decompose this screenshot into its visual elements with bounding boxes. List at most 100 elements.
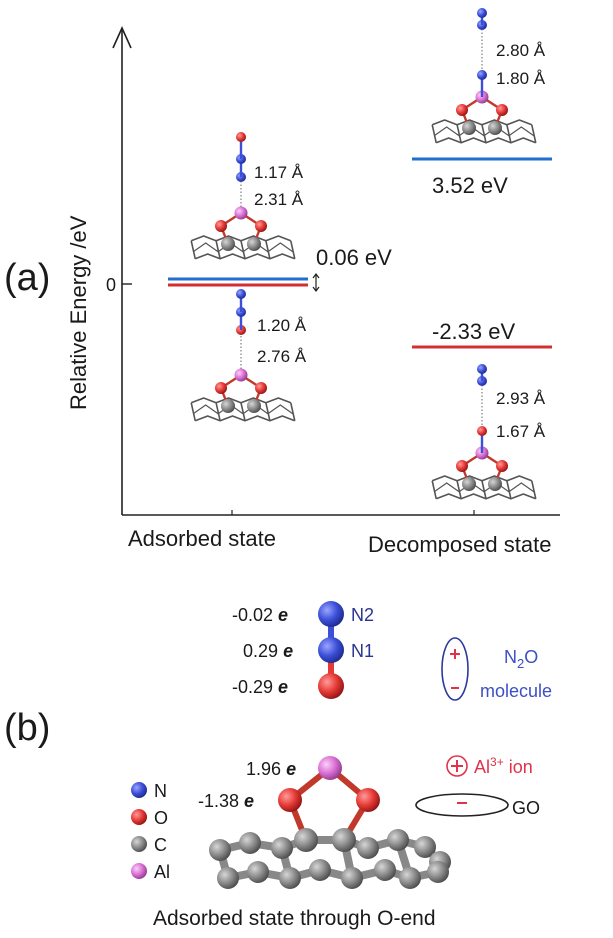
panel-b-caption: Adsorbed state through O-end xyxy=(153,907,436,930)
dist-label: 2.93 Å xyxy=(496,389,546,408)
framework-bond xyxy=(240,402,246,421)
nitrogen-atom xyxy=(477,8,487,18)
framework-bond xyxy=(289,240,296,259)
carbon-atom xyxy=(399,867,421,889)
oxygen-atom xyxy=(456,104,468,116)
charge-o-go: -1.38 e xyxy=(198,791,254,811)
aluminum-atom xyxy=(234,368,248,382)
oxygen-atom xyxy=(496,460,508,472)
framework-bond xyxy=(431,480,438,499)
carbon-atom xyxy=(427,861,449,883)
framework-bond xyxy=(506,480,512,499)
carbon-atom xyxy=(357,837,379,859)
framework-bond xyxy=(530,480,537,499)
dist-label: 2.31 Å xyxy=(254,190,304,209)
carbon-atom xyxy=(247,861,269,883)
oxygen-atom xyxy=(255,382,267,394)
nitrogen-atom xyxy=(477,364,487,374)
carbon-atom xyxy=(332,828,356,852)
molecule-decomposed-high xyxy=(431,8,537,144)
graphene-framework xyxy=(190,235,296,260)
legend-o-label: O xyxy=(154,808,168,828)
y-zero-tick-label: 0 xyxy=(106,275,116,295)
framework-rim xyxy=(192,404,294,415)
carbon-atom xyxy=(279,867,301,889)
energy-label-decomposed-high: 3.52 eV xyxy=(432,173,508,198)
aluminum-atom xyxy=(234,206,248,220)
oxygen-atom xyxy=(477,426,487,436)
framework-bond xyxy=(215,402,221,421)
framework-bond xyxy=(431,124,438,143)
oxygen-atom xyxy=(215,382,227,394)
charge-n2: -0.02 e xyxy=(232,605,288,625)
atom-n1 xyxy=(318,637,344,663)
dist-label: 1.20 Å xyxy=(257,316,307,335)
nitrogen-atom xyxy=(236,289,246,299)
panel-b: (b) -0.02 e 0.29 e -0.29 e N2 N1 N2O mol… xyxy=(4,601,552,930)
panel-a-label: (a) xyxy=(4,257,50,299)
legend-al-icon xyxy=(131,863,147,879)
y-axis-arrow xyxy=(112,26,132,49)
panel-a: (a) 0 Relative Energy /eV Adsorbed state… xyxy=(4,8,560,557)
carbon-atom xyxy=(247,237,261,251)
framework-bond xyxy=(530,124,537,143)
carbon-atom xyxy=(488,477,502,491)
panel-b-label: (b) xyxy=(4,707,50,749)
oxygen-atom xyxy=(496,104,508,116)
gap-arrow xyxy=(312,273,320,292)
oxygen-atom xyxy=(236,132,246,142)
go-label: GO xyxy=(512,798,540,818)
graphene-framework xyxy=(431,475,537,500)
framework-rim xyxy=(190,397,292,404)
element-legend: N O C Al xyxy=(131,781,170,882)
framework-bond xyxy=(265,240,271,259)
dist-label: 1.17 Å xyxy=(254,163,304,182)
dist-label: 2.80 Å xyxy=(496,41,546,60)
framework-bond xyxy=(215,240,221,259)
oxygen-atom xyxy=(356,788,380,812)
framework-rim xyxy=(431,475,533,482)
framework-bond xyxy=(481,124,487,143)
n2o-label: N2O xyxy=(504,647,538,671)
legend-al-label: Al xyxy=(154,862,170,882)
nitrogen-atom xyxy=(477,70,487,80)
framework-bond xyxy=(456,124,462,143)
carbon-atom xyxy=(221,237,235,251)
graphene-framework xyxy=(209,829,451,889)
framework-bond xyxy=(289,402,296,421)
atom-label-n1: N1 xyxy=(351,641,374,661)
oxygen-atom xyxy=(278,788,302,812)
carbon-atom xyxy=(462,477,476,491)
molecule-adsorbed-o-end xyxy=(190,132,296,260)
carbon-atom xyxy=(414,836,436,858)
graphene-framework xyxy=(431,119,537,144)
energy-label-decomposed-low: -2.33 eV xyxy=(432,319,515,344)
carbon-atom xyxy=(221,399,235,413)
legend-o-icon xyxy=(131,809,147,825)
framework-bond xyxy=(240,240,246,259)
legend-n-label: N xyxy=(154,781,167,801)
atom-n2 xyxy=(318,601,344,627)
carbon-atom xyxy=(341,867,363,889)
framework-bond xyxy=(265,402,271,421)
framework-rim xyxy=(433,482,535,493)
framework-bond xyxy=(481,480,487,499)
molecule-decomposed-low xyxy=(431,364,537,500)
framework-bond xyxy=(190,240,197,259)
framework-rim xyxy=(190,235,292,242)
carbon-atom xyxy=(374,859,396,881)
framework-bond xyxy=(456,480,462,499)
dist-label: 2.76 Å xyxy=(257,347,307,366)
legend-n-icon xyxy=(131,782,147,798)
x-category-adsorbed: Adsorbed state xyxy=(128,526,276,551)
y-axis-label: Relative Energy /eV xyxy=(66,215,91,410)
atom-o-end xyxy=(318,673,344,699)
framework-rim xyxy=(431,119,533,126)
charge-n1: 0.29 e xyxy=(243,641,293,661)
n2o-dipole-icon xyxy=(441,637,469,701)
carbon-atom xyxy=(217,867,239,889)
x-category-decomposed: Decomposed state xyxy=(368,532,551,557)
atom-label-n2: N2 xyxy=(351,605,374,625)
